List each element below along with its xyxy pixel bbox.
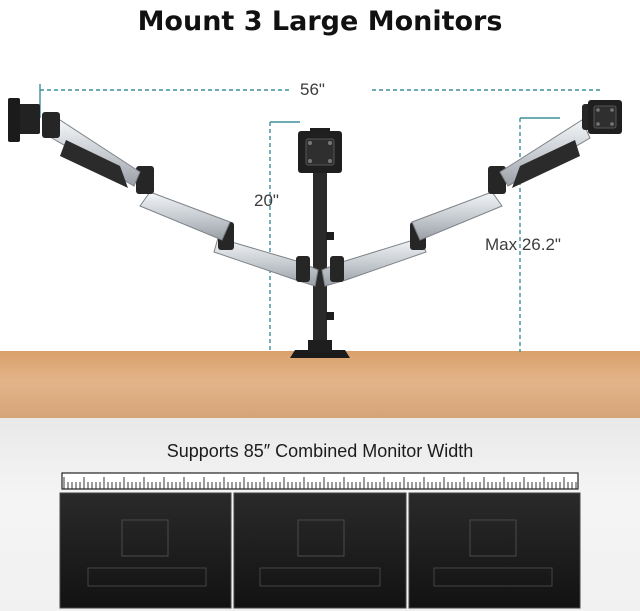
monitor-center <box>233 492 407 609</box>
dimension-lines <box>39 84 600 352</box>
left-arm <box>8 98 319 287</box>
right-arm <box>321 104 596 287</box>
width-label: 56" <box>300 80 325 99</box>
ruler-icon <box>61 472 579 490</box>
right-vesa-plate-icon <box>588 100 622 134</box>
monitor-right <box>408 492 581 609</box>
center-vesa-plate-icon <box>298 131 342 173</box>
height-label: 20" <box>254 191 279 210</box>
monitor-left <box>59 492 232 609</box>
max-height-label: Max 26.2" <box>485 235 561 254</box>
page-title: Mount 3 Large Monitors <box>137 6 503 37</box>
caption: Supports 85″ Combined Monitor Width <box>166 441 474 461</box>
desk-surface <box>0 351 640 418</box>
